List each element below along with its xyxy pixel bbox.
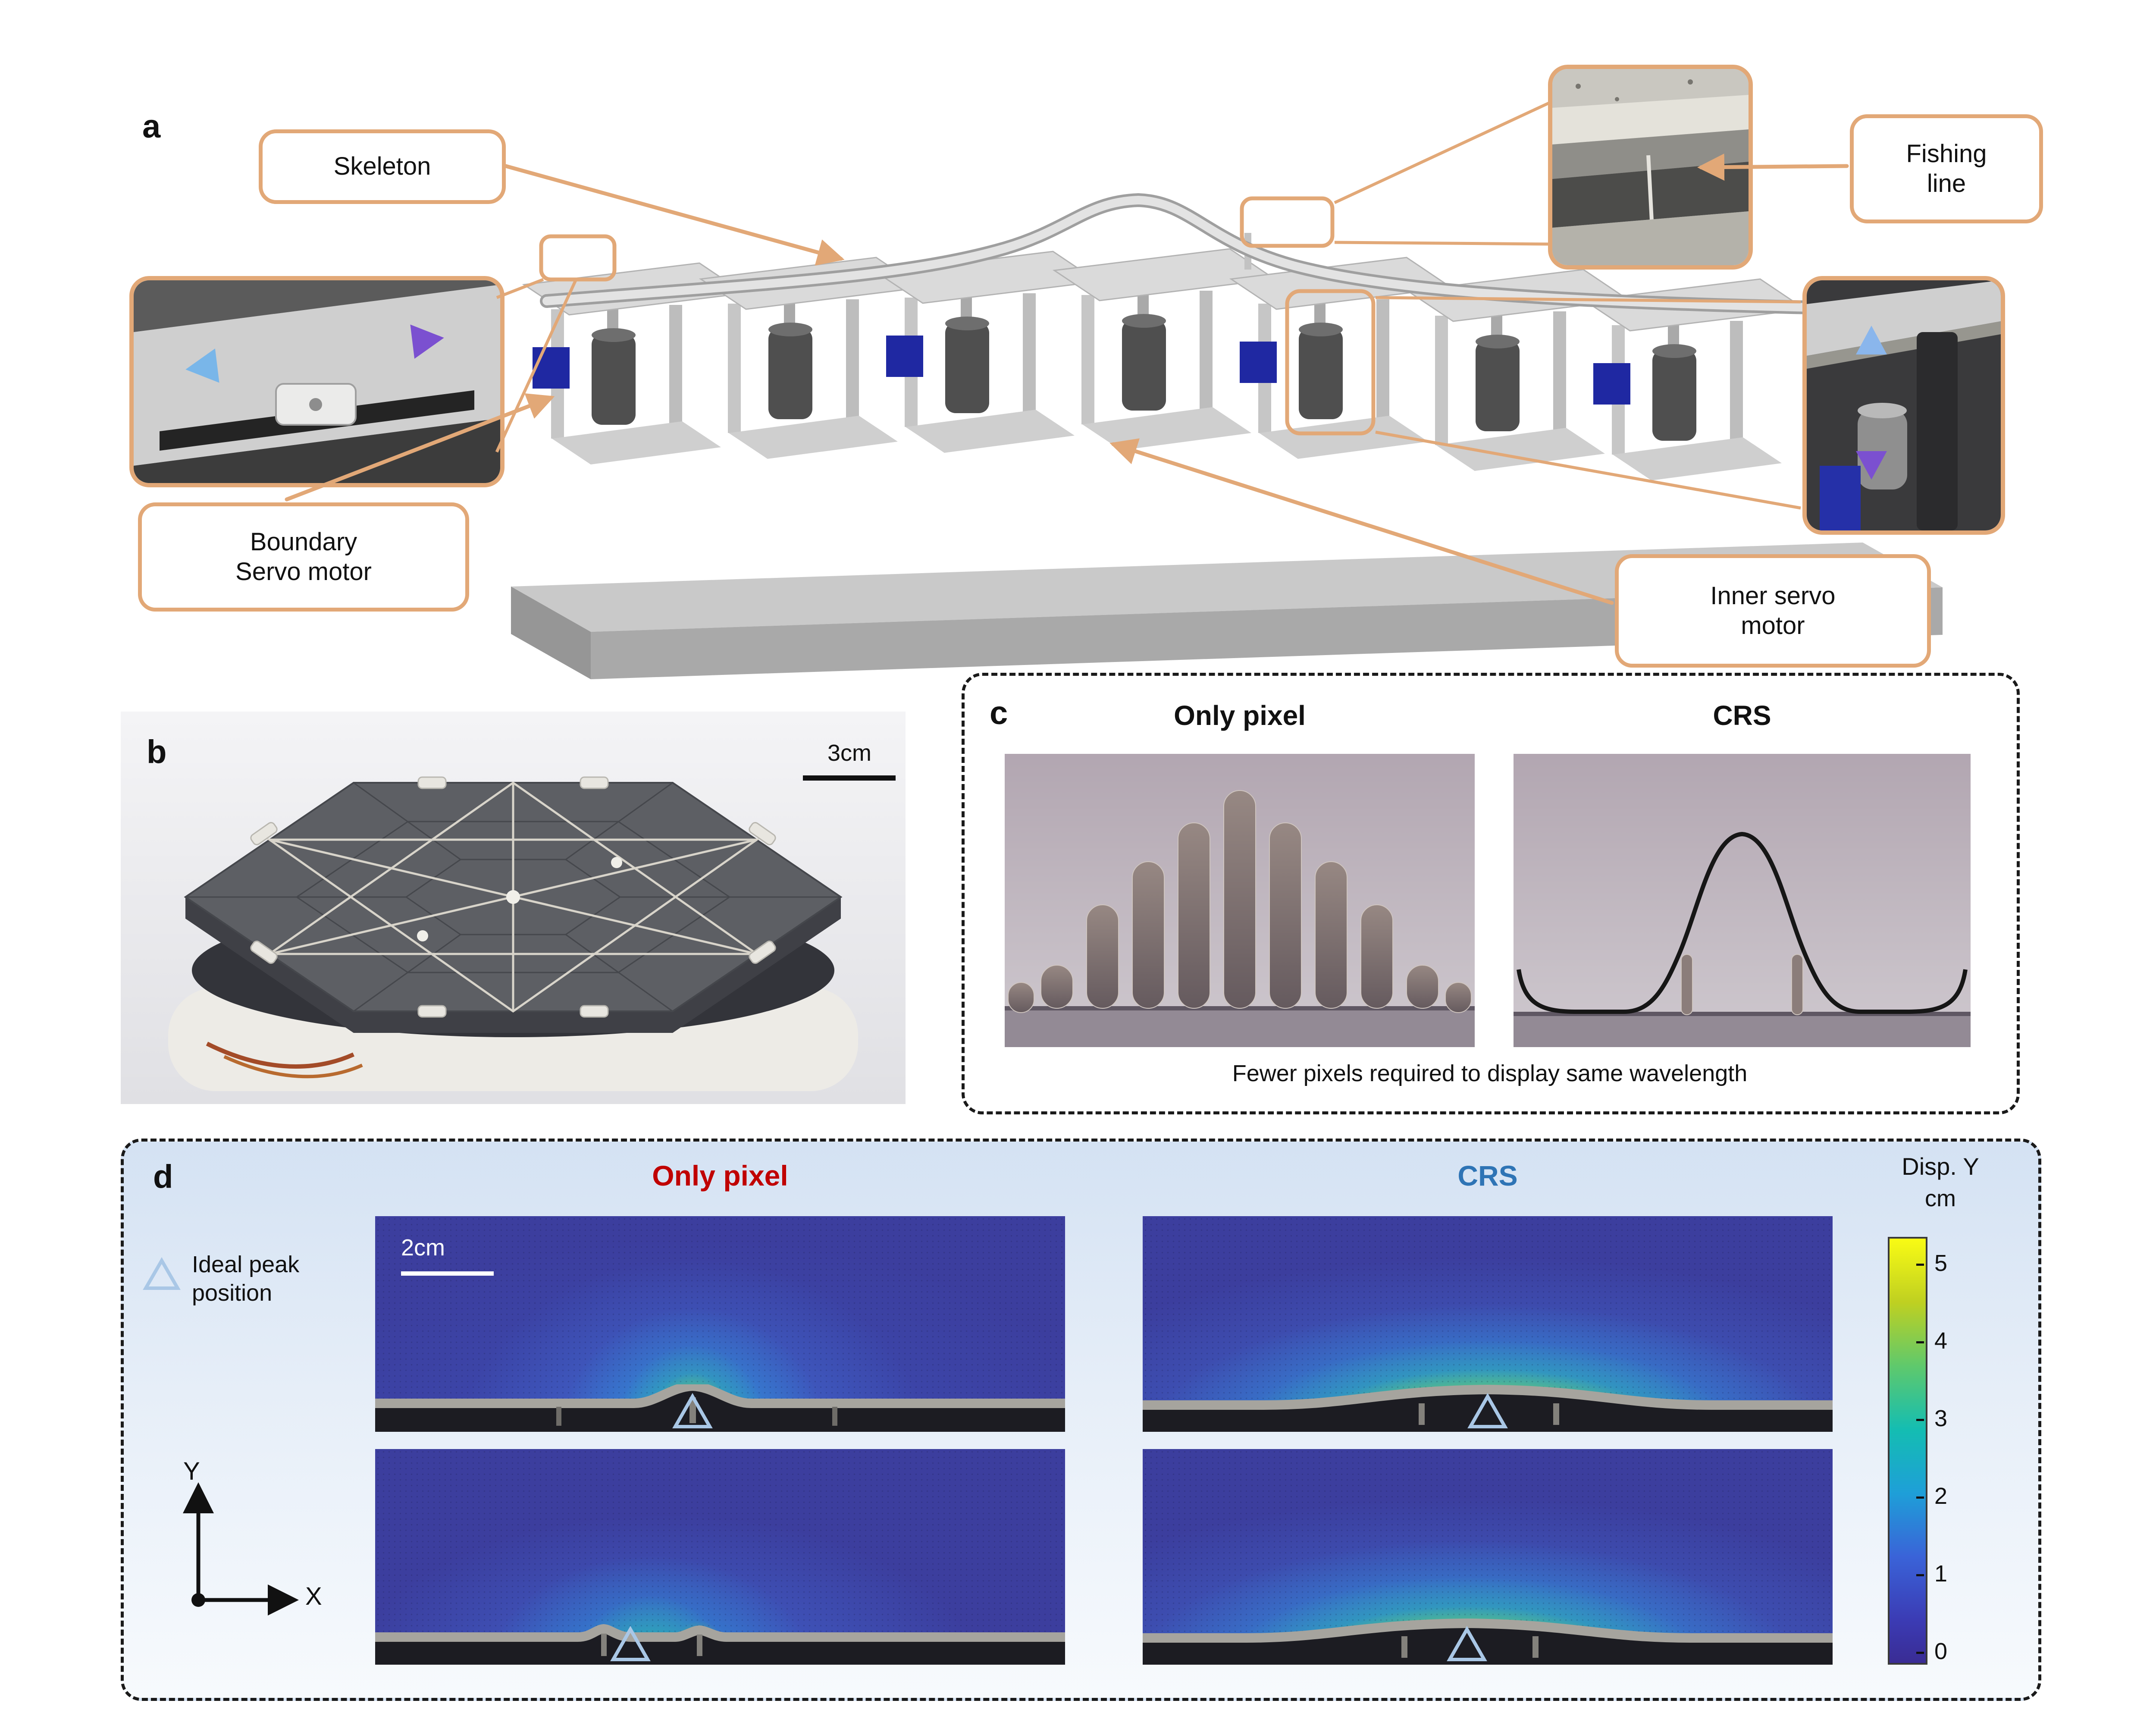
fishing-line-callout: Fishing line <box>1850 114 2043 223</box>
colorbar-tick <box>1916 1652 1924 1654</box>
scale-bar-2cm-label: 2cm <box>401 1235 445 1261</box>
ideal-peak-triangle <box>1467 1393 1508 1428</box>
horizontal-motion-arrow-icon <box>185 324 444 383</box>
fishing-line-callout-line2: line <box>1927 169 1966 198</box>
surface-strip <box>375 1384 1065 1432</box>
only-pixel-render <box>1005 754 1475 1047</box>
colorbar-tick-label: 4 <box>1934 1328 1948 1354</box>
pixel-modules <box>523 248 1806 481</box>
ideal-peak-legend: Ideal peak position <box>192 1251 299 1308</box>
hex-array-photo <box>121 712 906 1104</box>
panel-c-crs-title: CRS <box>1713 700 1771 731</box>
colorbar <box>1888 1237 1927 1665</box>
colorbar-tick-label: 2 <box>1934 1483 1948 1509</box>
ideal-peak-legend-line1: Ideal peak <box>192 1252 300 1277</box>
colorbar-tick-label: 3 <box>1934 1405 1948 1431</box>
crs-curve <box>1517 831 1968 1014</box>
surface-strip <box>1143 1384 1833 1432</box>
servo-boards <box>533 336 1630 405</box>
boundary-slider-inset <box>129 276 505 487</box>
ideal-peak-legend-line2: position <box>192 1280 273 1306</box>
vertical-slider-inset-image <box>1807 280 2001 530</box>
heatmap-only-pixel-trial2 <box>375 1449 1065 1665</box>
colorbar-tick <box>1916 1496 1924 1499</box>
surface-strip <box>1143 1618 1833 1665</box>
support-pixels <box>1681 954 1803 1015</box>
colorbar-tick <box>1916 1341 1924 1343</box>
vertical-motion-arrow-icon <box>1856 326 1887 480</box>
surface-strip <box>375 1624 1065 1665</box>
triangle-marker-icon <box>143 1257 181 1290</box>
heatmap-only-pixel-trial1 <box>375 1216 1065 1432</box>
colorbar-unit: cm <box>1925 1186 1956 1211</box>
panel-c-label: c <box>990 695 1008 731</box>
scale-bar-2cm <box>401 1271 494 1276</box>
boundary-servo-callout-line1: Boundary <box>250 528 357 556</box>
panel-a-label: a <box>142 108 161 145</box>
zoom-highlights <box>539 196 1376 436</box>
vertical-slider-inset <box>1802 276 2005 535</box>
ideal-peak-triangle <box>672 1393 713 1428</box>
colorbar-tick <box>1916 1574 1924 1576</box>
panel-d-only-pixel-title: Only pixel <box>652 1160 788 1192</box>
fishing-line-inset <box>1548 65 1753 270</box>
xy-axes <box>183 1482 299 1616</box>
colorbar-tick-label: 5 <box>1934 1250 1948 1276</box>
inner-servo-callout-line1: Inner servo <box>1710 582 1836 610</box>
skeleton-callout: Skeleton <box>259 129 506 204</box>
fishing-line-inset-image <box>1552 69 1749 265</box>
scale-bar-3cm <box>803 775 896 781</box>
colorbar-tick-label: 1 <box>1934 1561 1948 1587</box>
boundary-servo-callout: Boundary Servo motor <box>138 502 469 612</box>
skeleton-callout-label: Skeleton <box>333 152 431 181</box>
pixel-bars <box>1008 790 1472 1013</box>
inner-servo-callout: Inner servo motor <box>1615 554 1931 668</box>
heatmap-crs-trial2 <box>1143 1449 1833 1665</box>
fishing-line-callout-line1: Fishing <box>1906 140 1987 168</box>
colorbar-title: Disp. Y <box>1902 1153 1979 1180</box>
panel-b-label: b <box>147 734 167 770</box>
panel-d-crs-title: CRS <box>1457 1160 1518 1192</box>
colorbar-tick-label: 0 <box>1934 1638 1948 1664</box>
inner-servo-callout-line2: motor <box>1741 611 1805 640</box>
colorbar-tick <box>1916 1419 1924 1421</box>
heatmap-crs-trial1 <box>1143 1216 1833 1432</box>
crs-render <box>1514 754 1971 1047</box>
panel-c-caption: Fewer pixels required to display same wa… <box>1232 1060 1748 1086</box>
ideal-peak-triangle <box>610 1625 651 1661</box>
boundary-servo-callout-line2: Servo motor <box>235 557 372 586</box>
ideal-peak-triangle <box>1447 1625 1487 1661</box>
axis-y-label: Y <box>183 1457 200 1485</box>
boundary-sliders <box>250 776 776 1018</box>
scale-bar-3cm-label: 3cm <box>827 740 871 766</box>
boundary-slider-inset-image <box>134 280 500 483</box>
axis-x-label: X <box>305 1582 322 1610</box>
vertex-balls <box>417 857 622 941</box>
hex-array-photo-image <box>121 712 906 1104</box>
colorbar-tick <box>1916 1264 1924 1266</box>
panel-d-label: d <box>153 1158 173 1195</box>
panel-c-only-pixel-title: Only pixel <box>1174 700 1306 731</box>
